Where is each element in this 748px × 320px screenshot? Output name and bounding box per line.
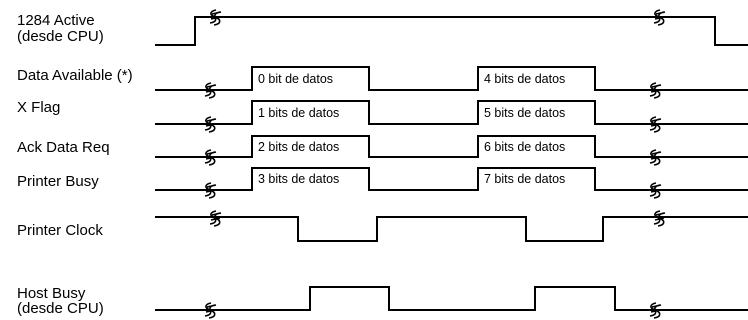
bit-label-0: 0 bit de datos	[258, 72, 333, 86]
bit-label-1: 1 bits de datos	[258, 106, 339, 120]
break-mark-0	[209, 9, 222, 26]
bit-label-4: 4 bits de datos	[484, 72, 565, 86]
break-mark-1	[653, 9, 666, 26]
wave-data-available	[155, 66, 748, 91]
bit-label-6: 6 bits de datos	[484, 140, 565, 154]
bit-label-3: 3 bits de datos	[258, 172, 339, 186]
label-1284-active-source: (desde CPU)	[17, 28, 104, 45]
label-host-busy-source: (desde CPU)	[17, 300, 104, 317]
wave-printer-clock	[155, 216, 748, 242]
label-printer-busy: Printer Busy	[17, 173, 99, 190]
break-mark-4	[204, 116, 217, 133]
bit-label-5: 5 bits de datos	[484, 106, 565, 120]
wave-host-busy	[155, 286, 748, 311]
label-host-busy: Host Busy	[17, 285, 86, 302]
wave-x-flag	[155, 100, 748, 125]
break-mark-12	[204, 302, 217, 319]
label-data-available: Data Available (*)	[17, 67, 133, 84]
break-mark-11	[653, 210, 666, 227]
break-mark-3	[649, 82, 662, 99]
label-1284-active: 1284 Active	[17, 12, 95, 29]
break-mark-7	[649, 149, 662, 166]
bit-label-2: 2 bits de datos	[258, 140, 339, 154]
bit-label-7: 7 bits de datos	[484, 172, 565, 186]
label-x-flag: X Flag	[17, 99, 60, 116]
label-printer-clock: Printer Clock	[17, 222, 103, 239]
break-mark-2	[204, 82, 217, 99]
time-break-marks	[204, 9, 666, 319]
wave-1284-active	[155, 16, 748, 46]
label-ack-data-req: Ack Data Req	[17, 139, 110, 156]
break-mark-13	[649, 302, 662, 319]
break-mark-9	[649, 182, 662, 199]
wave-ack-data-req	[155, 135, 748, 158]
break-mark-6	[204, 149, 217, 166]
wave-printer-busy	[155, 167, 748, 191]
break-mark-8	[204, 182, 217, 199]
break-mark-5	[649, 116, 662, 133]
break-mark-10	[209, 210, 222, 227]
